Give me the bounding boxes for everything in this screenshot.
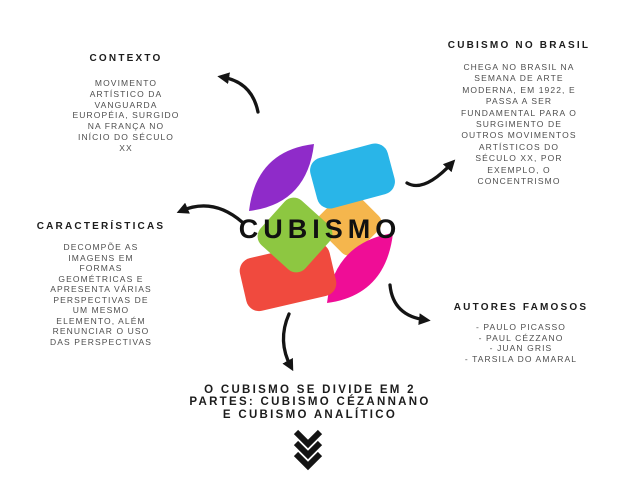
text-line: INÍCIO DO SÉCULO xyxy=(77,131,174,142)
text-line: GEOMÉTRICAS E xyxy=(58,273,144,284)
autores-list: - PAULO PICASSO- PAUL CÉZZANO- JUAN GRIS… xyxy=(431,322,611,364)
text-line: MOVIMENTO xyxy=(94,78,158,88)
text-line: PASSA A SER xyxy=(485,96,553,107)
text-line: EUROPÉIA, SURGIDO xyxy=(72,110,180,121)
text-line: ELEMENTO, ALÉM xyxy=(56,315,146,326)
text-line: NA FRANÇA NO xyxy=(87,121,165,132)
shape-purple-leaf xyxy=(249,144,314,211)
logo-shapes xyxy=(239,143,395,312)
text-line: EXEMPLO, O xyxy=(487,164,551,175)
text-line: FUNDAMENTAL PARA O xyxy=(461,107,577,118)
contexto-heading: CONTEXTO xyxy=(89,53,163,64)
text-line: - TARSILA DO AMARAL xyxy=(464,353,578,364)
text-line: - PAUL CÉZZANO xyxy=(478,332,564,343)
text-line: MODERNA, EM 1922, E xyxy=(462,84,576,95)
text-line: - PAULO PICASSO xyxy=(475,322,567,332)
shape-pink-leaf xyxy=(327,233,393,303)
section-autores-famosos: AUTORES FAMOSOS - PAULO PICASSO- PAUL CÉ… xyxy=(431,302,611,364)
brasil-heading: CUBISMO NO BRASIL xyxy=(447,40,591,51)
text-line: O CUBISMO SE DIVIDE EM 2 xyxy=(204,384,416,396)
autores-heading: AUTORES FAMOSOS xyxy=(453,302,589,313)
arrow-to-divisao-icon xyxy=(281,312,294,372)
shape-blue-square xyxy=(310,143,395,209)
text-line: ARTÍSTICOS DO xyxy=(478,141,560,152)
text-line: ARTÍSTICO DA xyxy=(89,88,163,99)
text-line: FORMAS xyxy=(79,263,123,273)
text-line: - JUAN GRIS xyxy=(489,343,553,353)
cubismo-logo: CUBISMO xyxy=(230,138,405,316)
caracteristicas-heading: CARACTERÍSTICAS xyxy=(36,221,166,232)
arrow-to-contexto-icon xyxy=(217,72,260,114)
text-line: SURGIMENTO DE xyxy=(476,119,562,130)
shape-green-square xyxy=(257,197,333,273)
text-line: PERSPECTIVAS DE xyxy=(53,294,149,305)
text-line: IMAGENS EM xyxy=(68,252,134,263)
text-line: CONCENTRISMO xyxy=(477,176,561,187)
page-title: CUBISMO xyxy=(238,214,402,244)
text-line: VANGUARDA xyxy=(94,99,158,110)
text-line: DECOMPÕE AS xyxy=(63,242,139,252)
text-line: SÉCULO XX, POR xyxy=(475,153,563,164)
text-line: DAS PERSPECTIVAS xyxy=(50,336,152,347)
text-line: SEMANA DE ARTE xyxy=(474,73,564,84)
text-line: APRESENTA VÁRIAS xyxy=(50,284,152,294)
text-line: OUTROS MOVIMENTOS xyxy=(461,130,577,141)
text-line: E CUBISMO ANALÍTICO xyxy=(222,408,398,421)
text-line: XX xyxy=(119,142,133,153)
text-line: PARTES: CUBISMO CÉZANNANO xyxy=(189,396,431,409)
text-line: RENUNCIAR O USO xyxy=(52,326,150,336)
triple-chevron-down-icon xyxy=(293,429,323,471)
text-line: CHEGA NO BRASIL NA xyxy=(463,62,575,72)
text-line: UM MESMO xyxy=(72,305,130,315)
